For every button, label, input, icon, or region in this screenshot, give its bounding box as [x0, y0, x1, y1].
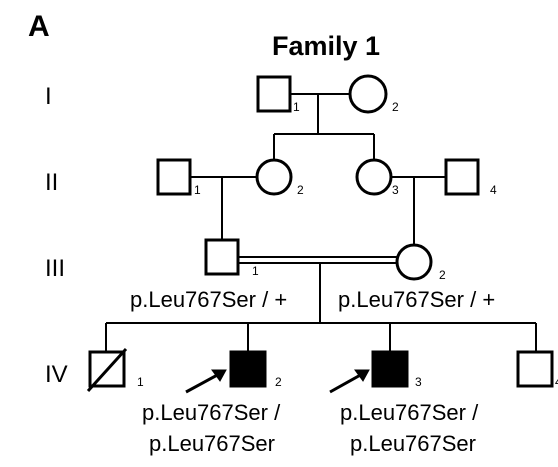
generation-label-iv: IV: [45, 361, 68, 388]
individual-ii2-female: [255, 158, 293, 196]
individual-i1-male: [256, 75, 292, 113]
panel-label: A: [28, 10, 50, 43]
generation-label-iii: III: [45, 255, 65, 282]
individual-number-iv1: 1: [137, 375, 144, 389]
genotype-iii2: p.Leu767Ser / +: [338, 287, 495, 312]
individual-number-ii3: 3: [392, 183, 399, 197]
generation-label-i: I: [45, 83, 52, 110]
individual-number-ii1: 1: [194, 183, 201, 197]
individual-number-iv3: 3: [415, 375, 422, 389]
individual-ii3-female: [355, 158, 393, 196]
individual-i2-female: [348, 74, 388, 114]
proband-arrowhead-iv2: [211, 369, 227, 382]
genotype-iv2-line2: p.Leu767Ser: [149, 431, 275, 456]
individual-number-iv4: 4: [555, 375, 558, 389]
genotype-iv3-line2: p.Leu767Ser: [350, 431, 476, 456]
individual-number-i2: 2: [392, 100, 399, 114]
deceased-slash-iv1: [86, 347, 128, 393]
individual-iv2-affected-male: [229, 350, 267, 388]
proband-arrow-shaft-iv2: [185, 371, 222, 394]
proband-arrow-shaft-iv3: [329, 371, 365, 394]
individual-ii1-male: [156, 158, 192, 196]
genotype-iv2-line1: p.Leu767Ser /: [142, 400, 281, 425]
genotype-iv3-line1: p.Leu767Ser /: [340, 400, 479, 425]
individual-number-i1: 1: [293, 100, 300, 114]
pedigree-title: Family 1: [272, 31, 380, 61]
individual-iv4-male: [516, 350, 554, 388]
individual-number-ii2: 2: [297, 183, 304, 197]
individual-iii2-female: [395, 243, 433, 281]
individual-ii4-male: [444, 158, 480, 196]
generation-label-ii: II: [45, 169, 58, 196]
individual-number-iii1: 1: [252, 264, 259, 278]
individual-iii1-male: [204, 238, 240, 276]
individual-number-ii4: 4: [490, 183, 497, 197]
individual-number-iv2: 2: [275, 375, 282, 389]
individual-iv3-affected-male: [371, 350, 409, 388]
genotype-iii1: p.Leu767Ser / +: [130, 287, 287, 312]
proband-arrowhead-iv3: [354, 369, 370, 382]
individual-number-iii2: 2: [439, 268, 446, 282]
